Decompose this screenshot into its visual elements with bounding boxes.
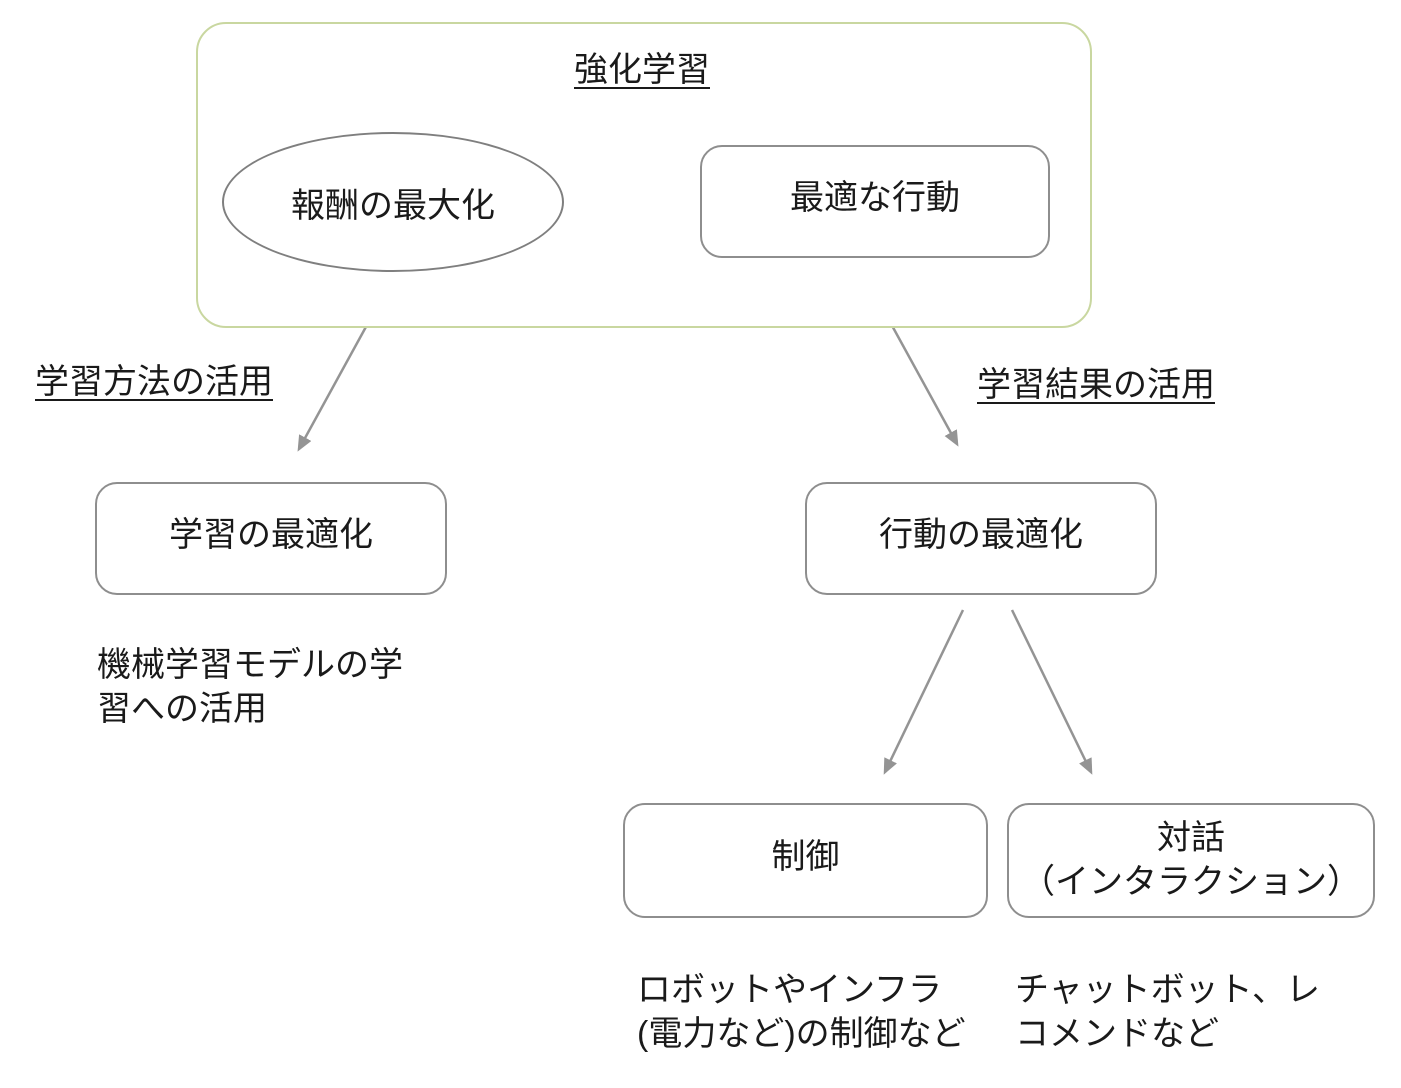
ellipse-reward-maximization: 報酬の最大化 xyxy=(222,132,564,272)
node-optimal-action: 最適な行動 xyxy=(700,145,1050,258)
label-learning-method-use: 学習方法の活用 xyxy=(35,363,273,401)
node-control: 制御 xyxy=(623,803,988,918)
node-optimal-action-label: 最適な行動 xyxy=(790,178,960,217)
caption-machine-learning-line1: 機械学習モデルの学 xyxy=(97,646,403,684)
node-action-optimization: 行動の最適化 xyxy=(805,482,1157,595)
node-learning-optimization-label: 学習の最適化 xyxy=(169,515,373,554)
arrow-actionopt-to-dialog-icon xyxy=(1010,609,1093,775)
caption-control-examples: ロボットやインフラ (電力など)の制御など xyxy=(637,968,966,1056)
node-dialog-line2: （インタラクション） xyxy=(1021,862,1361,901)
caption-machine-learning: 機械学習モデルの学 習への活用 xyxy=(97,643,403,731)
ellipse-reward-label: 報酬の最大化 xyxy=(291,186,495,225)
node-control-label: 制御 xyxy=(771,837,840,876)
diagram-title: 強化学習 xyxy=(574,51,710,89)
label-learning-result-use: 学習結果の活用 xyxy=(977,366,1215,404)
node-learning-optimization: 学習の最適化 xyxy=(95,482,447,595)
caption-control-examples-line1: ロボットやインフラ xyxy=(637,971,942,1009)
caption-dialog-examples-line2: コメンドなど xyxy=(1015,1015,1219,1053)
caption-machine-learning-line2: 習への活用 xyxy=(97,690,267,728)
caption-dialog-examples-line1: チャットボット、レ xyxy=(1015,971,1320,1009)
node-action-optimization-label: 行動の最適化 xyxy=(879,515,1083,554)
caption-control-examples-line2: (電力など)の制御など xyxy=(637,1015,966,1053)
node-dialog-line1: 対話 xyxy=(1157,818,1225,857)
node-dialog-interaction: 対話 （インタラクション） xyxy=(1007,803,1375,918)
arrow-actionopt-to-control-icon xyxy=(883,609,965,775)
caption-dialog-examples: チャットボット、レ コメンドなど xyxy=(1015,968,1320,1056)
